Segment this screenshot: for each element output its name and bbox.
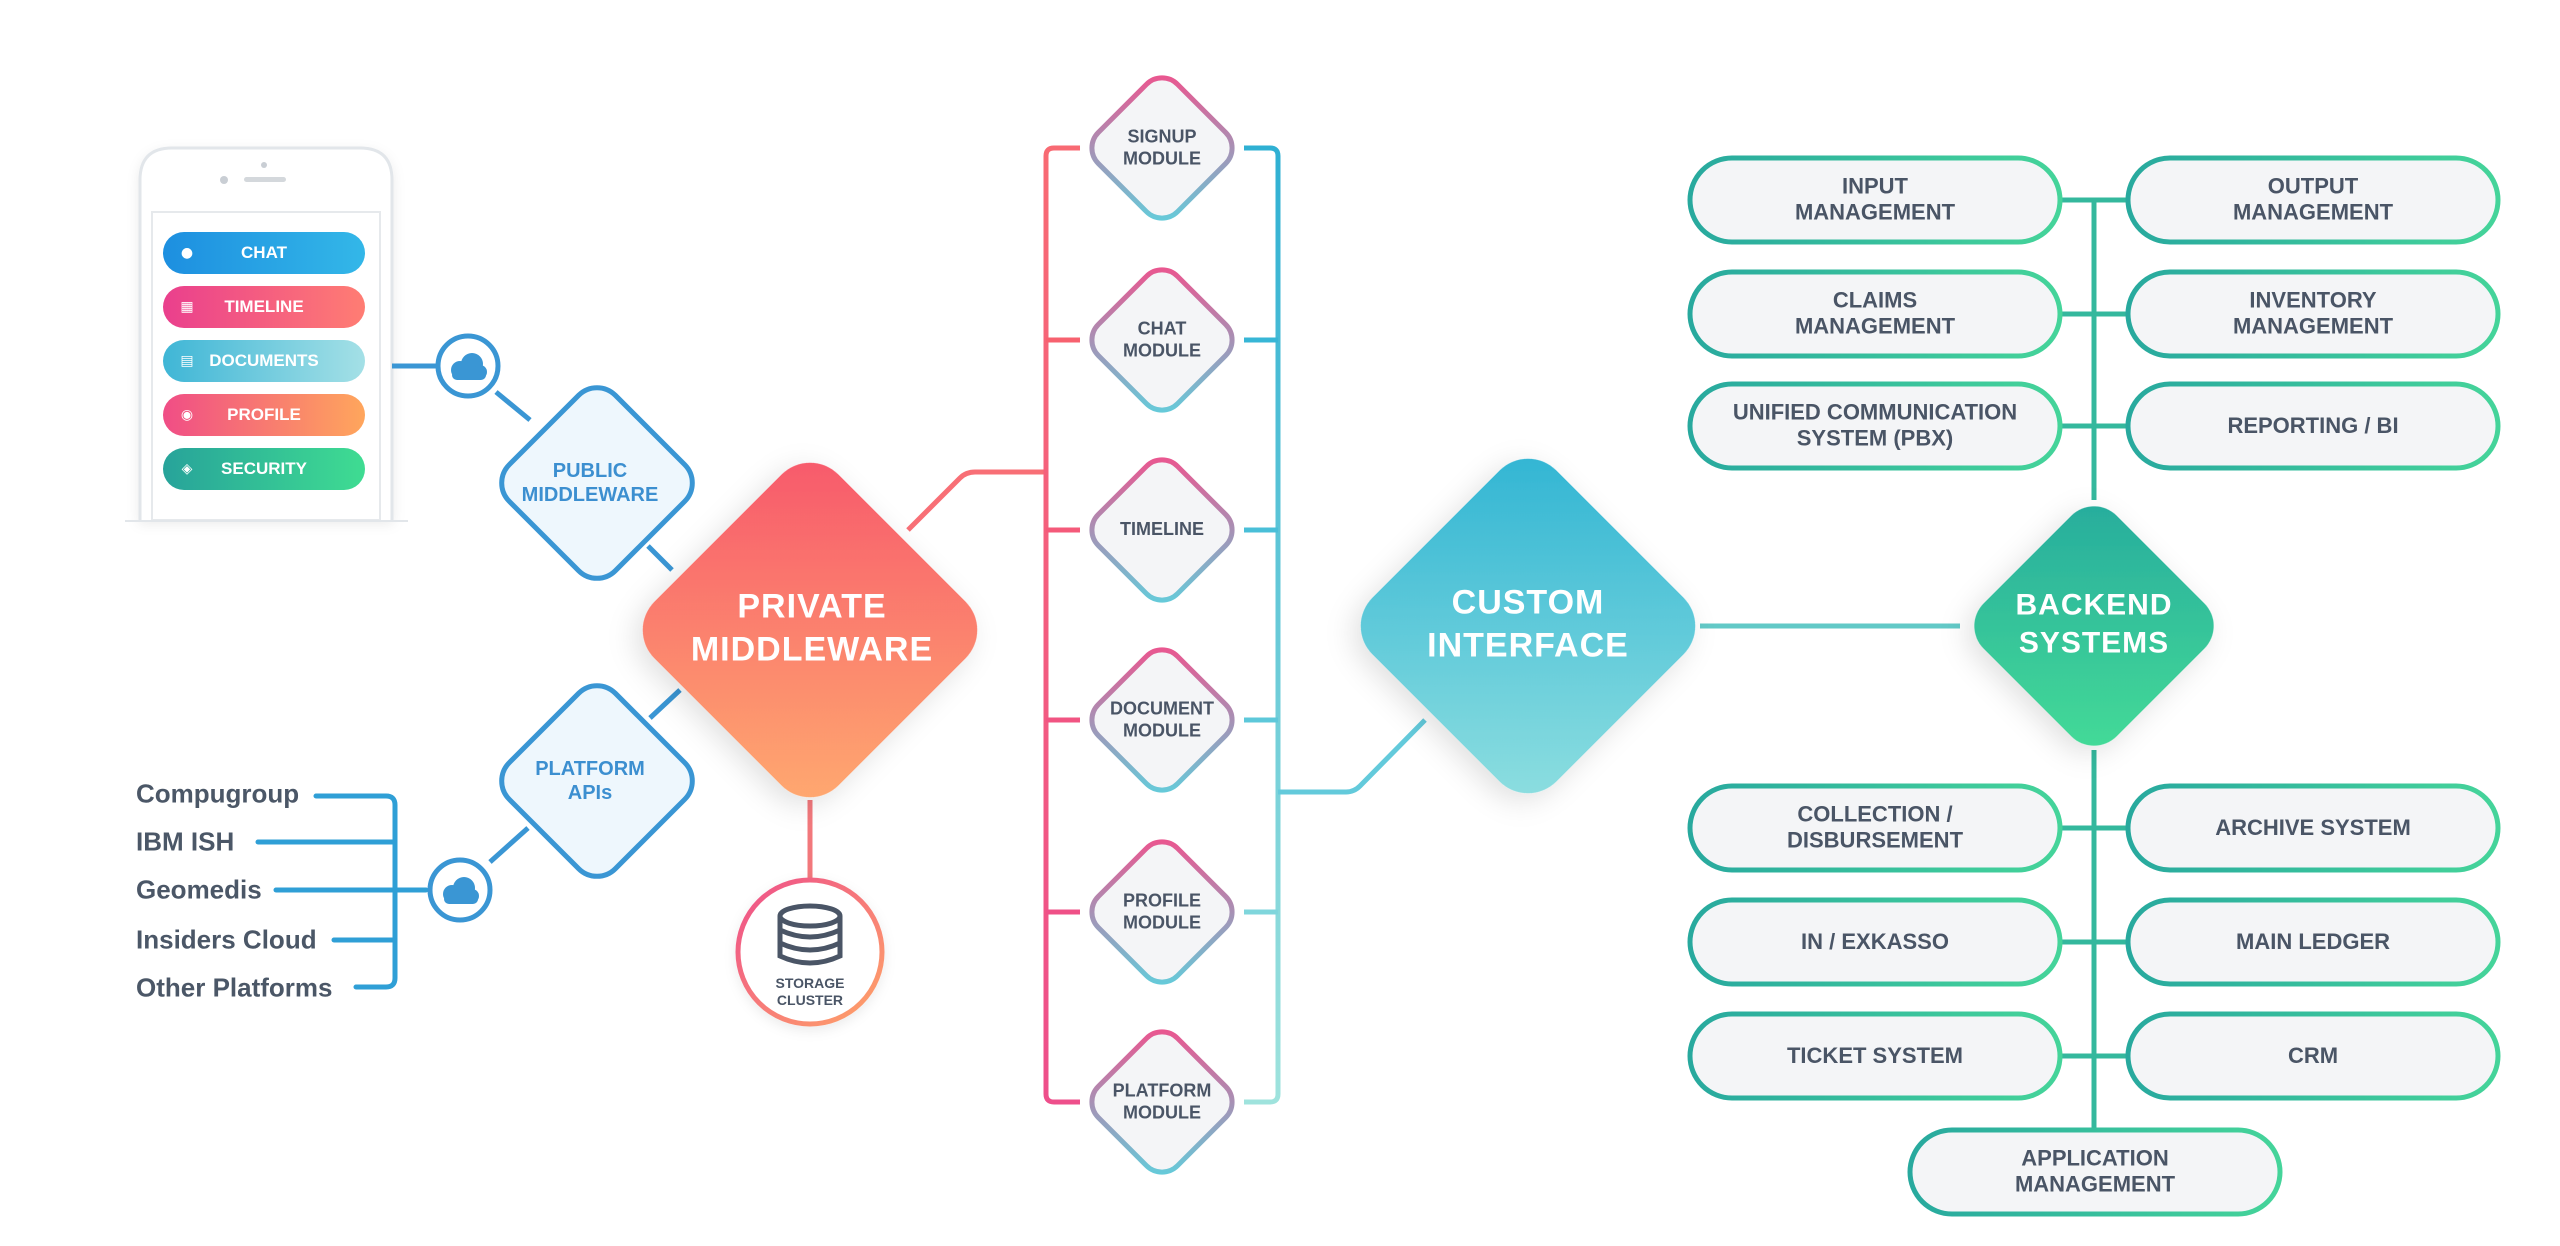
platform-other: Other Platforms [136,972,333,1003]
platform-module-diamond[interactable] [1083,1023,1241,1181]
cloud-icon [451,353,487,380]
ticket-system-pill[interactable] [1687,1011,2063,1101]
chat-module-label: CHAT MODULE [1123,318,1201,360]
custom-interface-diamond[interactable] [1344,442,1712,810]
platform-apis-diamond[interactable] [491,675,703,887]
phone-button-chat[interactable]: ● CHAT [163,232,365,274]
document-icon: ▤ [180,353,194,369]
output-management-pill[interactable] [2125,155,2501,245]
phone-button-documents[interactable]: ▤ DOCUMENTS [163,340,365,382]
collection-disbursement-label: COLLECTION / DISBURSEMENT [1786,801,1964,853]
backend-systems-label: BACKEND SYSTEMS [2015,588,2173,660]
signup-module-diamond[interactable] [1083,69,1241,227]
grid-icon: ▦ [180,299,194,315]
modules-left-rail [1043,145,1080,1105]
phone-button-label: SECURITY [221,459,307,478]
claims-management-label: CLAIMS MANAGEMENT [1794,287,1956,339]
storage-cluster-node[interactable] [735,877,885,1027]
modules-right-rail [1244,145,1281,1105]
input-management-label: INPUT MANAGEMENT [1794,173,1956,225]
in-exkasso-pill[interactable] [1687,897,2063,987]
cloud-node-top [435,333,501,399]
connector-private-modules [906,469,1046,532]
cloud-node-bottom [427,857,493,923]
unified-communication-label: UNIFIED COMMUNICATION SYSTEM (PBX) [1732,399,2018,451]
connector-platform-private [648,688,682,720]
archive-system-label: ARCHIVE SYSTEM [2215,814,2411,840]
chat-bubble-icon: ● [180,245,194,261]
phone-button-label: PROFILE [227,405,301,424]
timeline-module-label: TIMELINE [1120,519,1204,540]
application-management-label: APPLICATION MANAGEMENT [2014,1145,2176,1197]
platform-apis-label: PLATFORM APIs [535,758,645,804]
public-middleware-label: PUBLIC MIDDLEWARE [521,460,659,506]
profile-module-label: PROFILE MODULE [1122,890,1202,932]
signup-module-label: SIGNUP MODULE [1123,126,1201,168]
chat-module-diamond[interactable] [1083,261,1241,419]
connector-cloud-public [494,390,532,422]
modules-rail-stubs [1046,337,1278,915]
collection-disbursement-pill[interactable] [1687,783,2063,873]
connector-modules-custom [1278,718,1427,795]
timeline-module-diamond[interactable] [1083,451,1241,609]
phone-button-label: DOCUMENTS [209,351,319,370]
profile-module-diamond[interactable] [1083,833,1241,991]
main-ledger-label: MAIN LEDGER [2236,928,2390,954]
connector-public-private [646,544,674,572]
custom-interface-label: CUSTOM INTERFACE [1427,583,1629,665]
private-middleware-diamond[interactable] [626,446,994,814]
phone-button-label: TIMELINE [224,297,304,316]
in-exkasso-label: IN / EXKASSO [1801,928,1949,954]
input-management-pill[interactable] [1687,155,2063,245]
ticket-system-label: TICKET SYSTEM [1786,1042,1964,1068]
backend-systems-diamond[interactable] [1961,493,2227,759]
public-middleware-diamond[interactable] [491,377,703,589]
document-module-diamond[interactable] [1083,641,1241,799]
shield-icon: ◈ [181,461,193,477]
reporting-bi-label: REPORTING / BI [2227,412,2399,438]
module-diamonds [1083,69,1241,1181]
inventory-management-label: INVENTORY MANAGEMENT [2232,287,2394,339]
phone-button-label: CHAT [241,243,287,262]
unified-communication-pill[interactable] [1687,381,2063,471]
platform-module-label: PLATFORM MODULE [1112,1080,1212,1122]
phone-button-profile[interactable]: ◉ PROFILE [163,394,365,436]
connector-cloud-platform [488,826,530,864]
document-module-label: DOCUMENT MODULE [1110,698,1214,740]
user-icon: ◉ [180,407,194,423]
output-management-label: OUTPUT MANAGEMENT [2232,173,2394,225]
database-icon [777,903,843,966]
reporting-bi-pill[interactable] [2125,381,2501,471]
claims-management-pill[interactable] [1687,269,2063,359]
platform-ibm-ish: IBM ISH [136,826,235,857]
cloud-icon [443,877,479,904]
backend-spine [2060,197,2128,1130]
crm-pill[interactable] [2125,1011,2501,1101]
backend-pills [1687,155,2501,1217]
application-management-pill[interactable] [1907,1127,2283,1217]
platform-compugroup: Compugroup [136,778,300,809]
platforms-bracket [255,793,429,990]
private-middleware-label: PRIVATE MIDDLEWARE [690,587,934,669]
archive-system-pill[interactable] [2125,783,2501,873]
platform-insiders-cloud: Insiders Cloud [136,924,317,955]
storage-cluster-label: STORAGE CLUSTER [775,975,845,1008]
main-ledger-pill[interactable] [2125,897,2501,987]
inventory-management-pill[interactable] [2125,269,2501,359]
platform-geomedis: Geomedis [136,874,262,905]
phone-button-timeline[interactable]: ▦ TIMELINE [163,286,365,328]
phone-button-security[interactable]: ◈ SECURITY [163,448,365,490]
crm-label: CRM [2287,1042,2339,1068]
